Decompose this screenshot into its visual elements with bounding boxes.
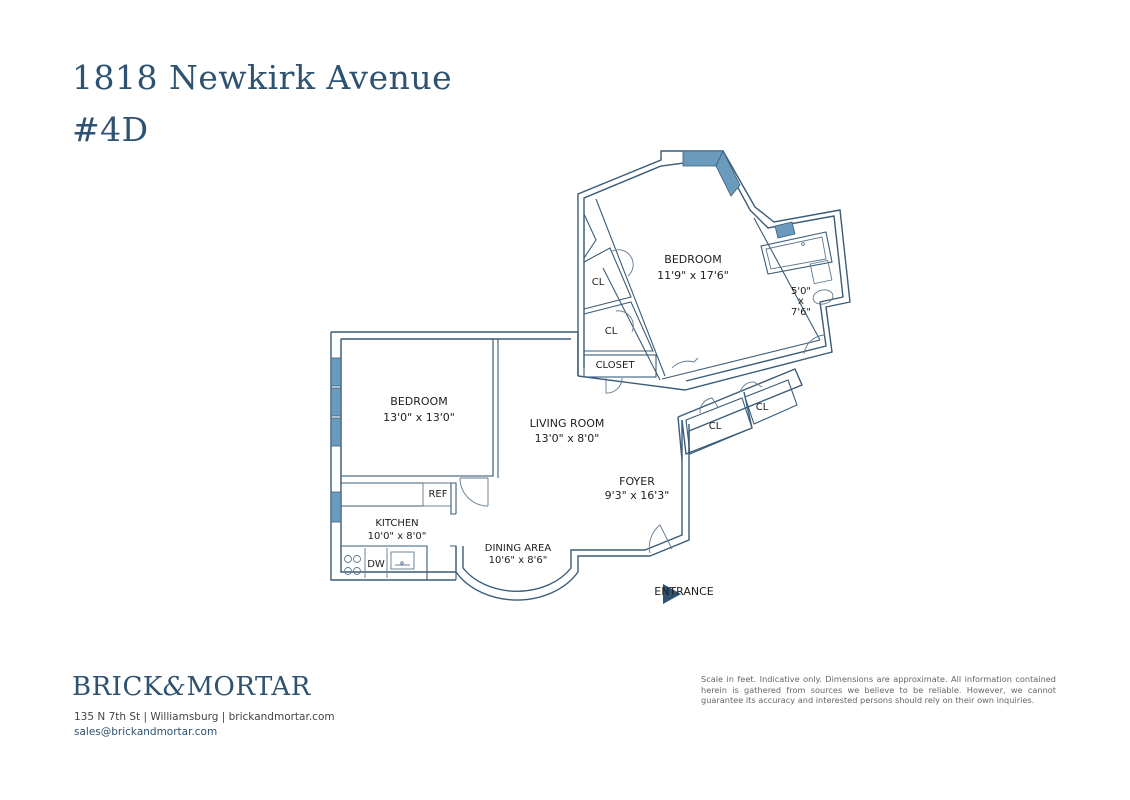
- entrance-arrow-icon: [663, 584, 681, 604]
- foyer-dims: 9'3" x 16'3": [605, 489, 670, 502]
- bath-dims-2: x: [798, 296, 804, 307]
- dw-label: DW: [367, 559, 385, 570]
- closet-label-3: CL: [709, 421, 722, 432]
- living-room-dims: 13'0" x 8'0": [535, 432, 600, 445]
- closet-label-2: CL: [605, 326, 618, 337]
- disclaimer: Scale in feet. Indicative only. Dimensio…: [701, 674, 1056, 706]
- brand-left: BRICK: [72, 672, 163, 702]
- kitchen-name: KITCHEN: [375, 518, 418, 529]
- bedroom-1-name: BEDROOM: [664, 253, 721, 266]
- upper-wing-walls: [577, 150, 851, 394]
- brand-right: MORTAR: [186, 672, 311, 702]
- foyer-walls: [644, 420, 690, 604]
- closet-label-4: CL: [756, 402, 769, 413]
- brand-ampersand: &: [162, 672, 187, 702]
- kitchen-dims: 10'0" x 8'0": [368, 531, 427, 542]
- office-address: 135 N 7th St | Williamsburg | brickandmo…: [74, 711, 335, 723]
- lower-closets: [677, 368, 803, 461]
- dining-area-name: DINING AREA: [485, 543, 552, 554]
- bedroom-2-name: BEDROOM: [390, 395, 447, 408]
- bedroom-2-dims: 13'0" x 13'0": [383, 411, 455, 424]
- room-labels: BEDROOM 11'9" x 17'6" 5'0" x 7'6" BEDROO…: [367, 253, 811, 598]
- foyer-name: FOYER: [619, 475, 655, 488]
- dining-area-dims: 10'6" x 8'6": [489, 555, 548, 566]
- listing-address: 1818 Newkirk Avenue: [72, 58, 453, 97]
- contact-email[interactable]: sales@brickandmortar.com: [74, 726, 218, 738]
- entrance-label: ENTRANCE: [654, 585, 714, 598]
- closet-label-1: CL: [592, 277, 605, 288]
- dining-bay-walls: [455, 546, 650, 601]
- bath-dims-3: 7'6": [791, 307, 811, 318]
- ref-label: REF: [428, 489, 447, 500]
- listing-unit: #4D: [72, 110, 149, 149]
- bedroom-1-dims: 11'9" x 17'6": [657, 269, 729, 282]
- closet-label-big: CLOSET: [596, 360, 636, 371]
- left-block-walls: [330, 331, 579, 581]
- living-room-name: LIVING ROOM: [530, 417, 605, 430]
- brand-logo: BRICK&MORTAR: [72, 672, 311, 702]
- bath-dims-1: 5'0": [791, 286, 811, 297]
